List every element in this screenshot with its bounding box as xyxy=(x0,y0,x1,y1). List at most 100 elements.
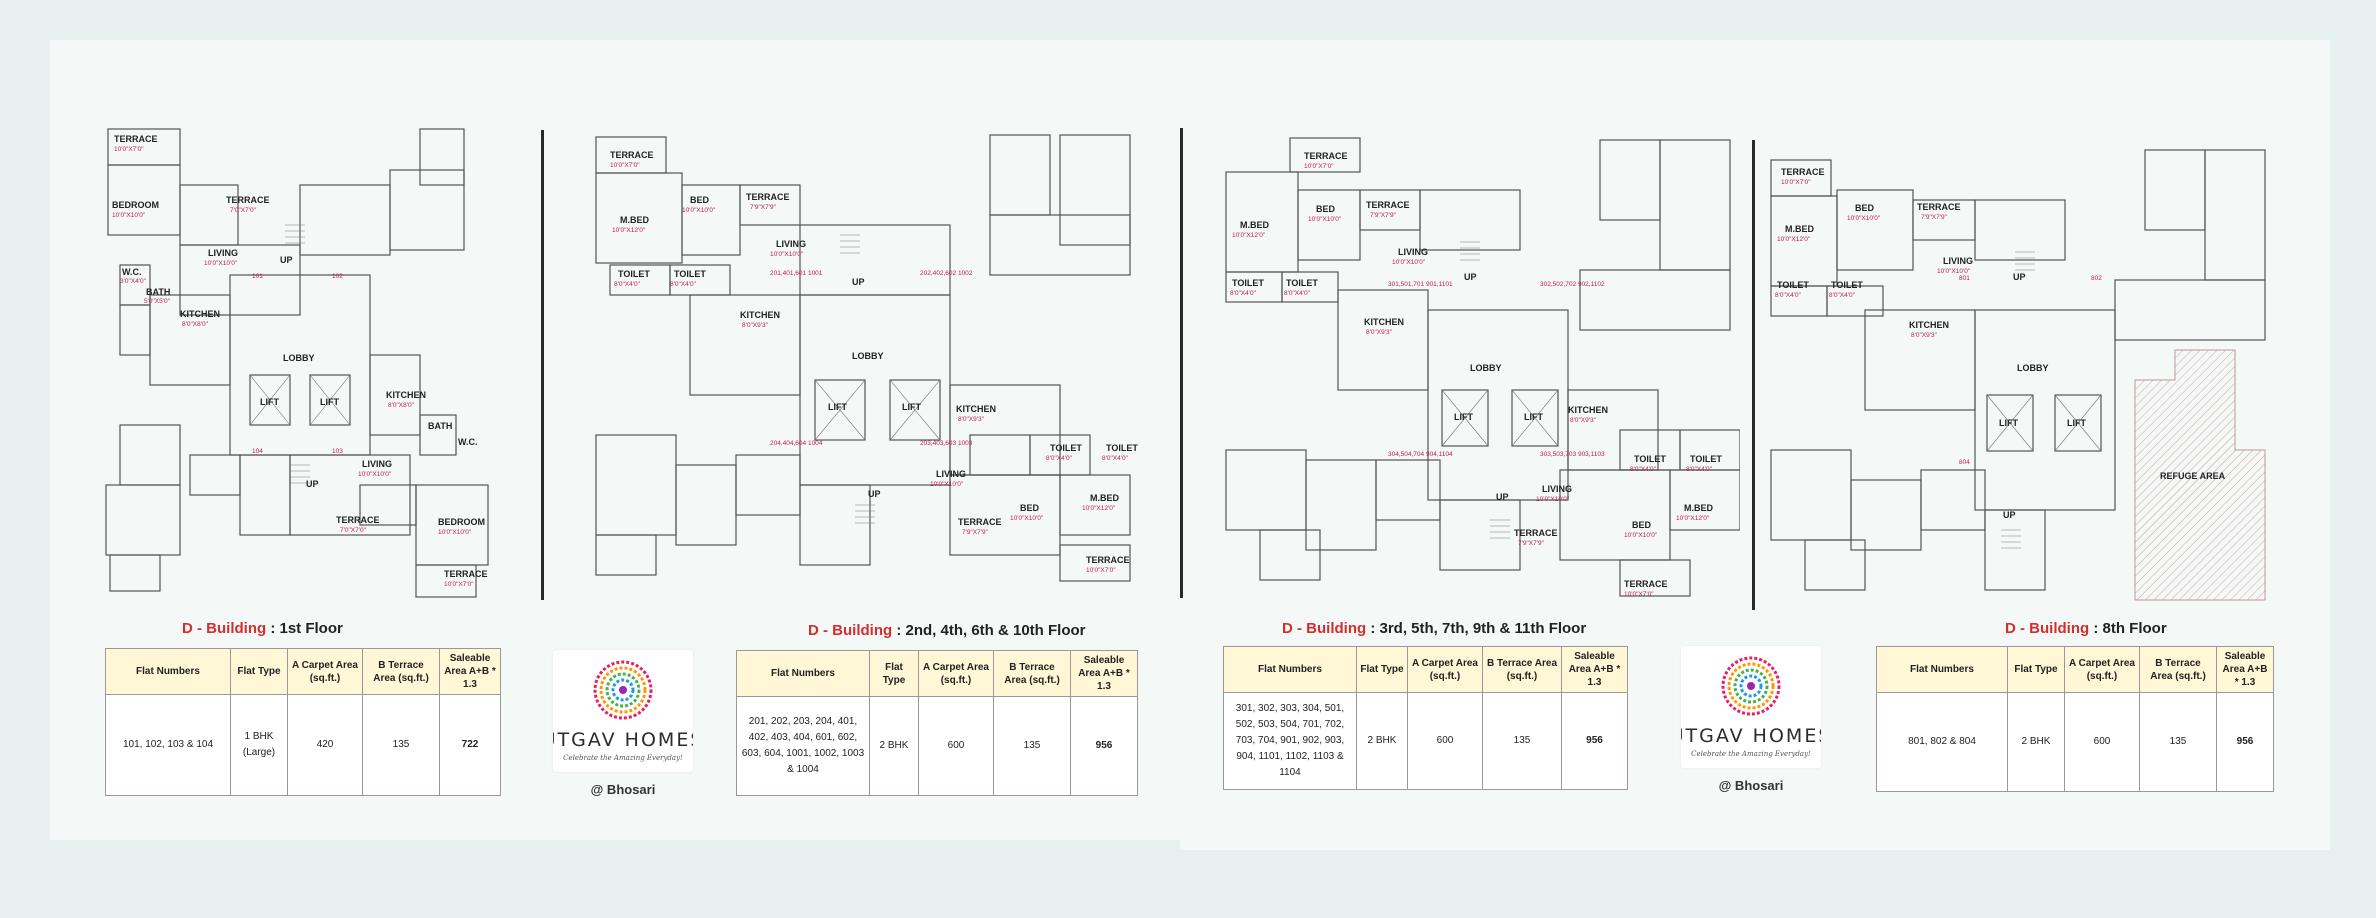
room-label: TOILET xyxy=(1050,443,1082,453)
room-dimension: 10'0"X10'0" xyxy=(204,260,238,267)
sheet-divider-3 xyxy=(1752,140,1755,610)
header-saleable-area: Saleable Area A+B * 1.3 xyxy=(1070,650,1138,697)
room-dimension: 10'0"X7'0" xyxy=(114,146,144,153)
flat-number: 302,502,702 902,1102 xyxy=(1540,281,1605,288)
room-dimension: 10'0"X10'0" xyxy=(1536,496,1570,503)
header-saleable-area: Saleable Area A+B * 1.3 xyxy=(2216,646,2274,693)
room-label: LOBBY xyxy=(2017,363,2049,373)
room-label: TOILET xyxy=(674,269,706,279)
room-label: TERRACE xyxy=(1514,528,1558,538)
location-label: @ Bhosari xyxy=(590,782,656,797)
cell-flat-type: 2 BHK xyxy=(2007,692,2065,792)
stair-up-label: UP xyxy=(852,277,865,287)
room-dimension: 8'0"X4'0" xyxy=(1686,466,1713,473)
room-label: TERRACE xyxy=(336,515,380,525)
room-dimension: 8'0"X8'0" xyxy=(182,321,209,328)
flat-number: 201,401,601 1001 xyxy=(770,270,823,277)
room-dimension: 10'0"X10'0" xyxy=(1624,532,1658,539)
stair-up-label: UP xyxy=(1496,492,1509,502)
room-label: TERRACE xyxy=(226,195,270,205)
room-label: TERRACE xyxy=(1624,579,1668,589)
room-label: BATH xyxy=(146,287,170,297)
room-label: TOILET xyxy=(618,269,650,279)
flat-number: 202,402,602 1002 xyxy=(920,270,973,277)
table-header-row: Flat Numbers Flat Type A Carpet Area (sq… xyxy=(1876,646,2274,693)
floor-name: : 8th Floor xyxy=(2093,620,2167,637)
room-label: LOBBY xyxy=(852,351,884,361)
flat-number: 204,404,604 1004 xyxy=(770,440,823,447)
flat-number: 303,503,703 903,1103 xyxy=(1540,451,1605,458)
room-dimension: 10'0"X10'0" xyxy=(770,251,804,258)
stair-up-label: UP xyxy=(280,255,293,265)
room-dimension: 8'0"X4'0" xyxy=(1775,292,1802,299)
room-label: BED xyxy=(1316,204,1336,214)
cell-saleable-area: 956 xyxy=(2216,692,2274,792)
room-label: TERRACE xyxy=(444,569,488,579)
cell-carpet-area: 600 xyxy=(1407,692,1483,790)
location-label: @ Bhosari xyxy=(1718,778,1784,793)
header-flat-numbers: Flat Numbers xyxy=(1223,646,1357,693)
area-table-1st-floor: Flat Numbers Flat Type A Carpet Area (sq… xyxy=(105,648,501,796)
floor-name: : 1st Floor xyxy=(270,620,343,637)
header-flat-numbers: Flat Numbers xyxy=(1876,646,2008,693)
cell-terrace-area: 135 xyxy=(362,694,440,796)
table-row: 301, 302, 303, 304, 501, 502, 503, 504, … xyxy=(1223,692,1628,790)
floor-plan-1st-floor: TERRACE 10'0"X7'0" BEDROOM 10'0"X10'0" T… xyxy=(100,125,500,605)
room-dimension: 10'0"X10'0" xyxy=(438,529,472,536)
room-label: TOILET xyxy=(1777,280,1809,290)
room-label: TOILET xyxy=(1106,443,1138,453)
room-dimension: 8'0"X4'0" xyxy=(1284,290,1311,297)
room-dimension: 8'0"X4'0" xyxy=(1102,455,1129,462)
room-dimension: 8'0"X9'3" xyxy=(1911,332,1938,339)
room-label: REFUGE AREA xyxy=(2160,471,2226,481)
room-label: TOILET xyxy=(1831,280,1863,290)
room-dimension: 8'0"X4'0" xyxy=(1046,455,1073,462)
room-label: BEDROOM xyxy=(112,200,159,210)
cell-saleable-area: 956 xyxy=(1070,696,1138,796)
cell-flat-type: 2 BHK xyxy=(1356,692,1408,790)
room-dimension: 7'9"X7'9" xyxy=(1518,540,1545,547)
header-carpet-area: A Carpet Area (sq.ft.) xyxy=(918,650,994,697)
building-name: D - Building xyxy=(808,622,893,639)
floor-plan-drawing: TERRACE 10'0"X7'0" BEDROOM 10'0"X10'0" T… xyxy=(105,128,489,598)
refuge-area-hatch xyxy=(2134,349,2266,601)
room-dimension: 8'0"X4'0" xyxy=(1630,466,1657,473)
room-label: LIVING xyxy=(776,239,806,249)
room-dimension: 10'0"X10'0" xyxy=(1937,268,1971,275)
room-dimension: 7'9"X7'9" xyxy=(750,204,777,211)
room-dimension: 5'0"X5'0" xyxy=(144,298,171,305)
room-label: TERRACE xyxy=(1917,202,1961,212)
cell-carpet-area: 420 xyxy=(287,694,363,796)
room-label: TERRACE xyxy=(1304,151,1348,161)
room-label: TOILET xyxy=(1634,454,1666,464)
sheet-divider-1 xyxy=(541,130,544,600)
brand-tagline: Celebrate the Amazing Everyday! xyxy=(563,754,683,762)
room-dimension: 8'0"X9'3" xyxy=(742,322,769,329)
flat-number: 301,501,701 901,1101 xyxy=(1388,281,1453,288)
header-flat-numbers: Flat Numbers xyxy=(736,650,870,697)
flat-number: 104 xyxy=(252,448,263,455)
room-label: KITCHEN xyxy=(740,310,780,320)
brand-logo: UTGAV HOMES Celebrate the Amazing Everyd… xyxy=(1681,646,1821,768)
room-label: BED xyxy=(1632,520,1652,530)
table-header-row: Flat Numbers Flat Type A Carpet Area (sq… xyxy=(105,648,501,695)
header-terrace-area: B Terrace Area (sq.ft.) xyxy=(362,648,440,695)
table-header-row: Flat Numbers Flat Type A Carpet Area (sq… xyxy=(736,650,1138,697)
room-label: KITCHEN xyxy=(1909,320,1949,330)
cell-flat-type: 1 BHK (Large) xyxy=(230,694,288,796)
floor-plan-drawing: TERRACE 10'0"X7'0" BED 10'0"X10'0" TERRA… xyxy=(1770,149,2266,601)
room-label: BED xyxy=(690,195,710,205)
header-carpet-area: A Carpet Area (sq.ft.) xyxy=(2064,646,2140,693)
room-label: KITCHEN xyxy=(180,309,220,319)
room-label: BED xyxy=(1855,203,1875,213)
flat-number: 102 xyxy=(332,273,343,280)
room-label: LIFT xyxy=(2067,418,2086,428)
floor-plan-2nd-4th-6th-10th: TERRACE 10'0"X7'0" BED 10'0"X10'0" TERRA… xyxy=(590,125,1150,605)
plan-title-2nd-4th-6th-10th: D - Building : 2nd, 4th, 6th & 10th Floo… xyxy=(808,622,1086,639)
header-terrace-area: B Terrace Area (sq.ft.) xyxy=(2139,646,2217,693)
room-label: TERRACE xyxy=(610,150,654,160)
room-dimension: 10'0"X10'0" xyxy=(112,212,146,219)
floor-name: : 3rd, 5th, 7th, 9th & 11th Floor xyxy=(1370,620,1587,637)
floor-name: : 2nd, 4th, 6th & 10th Floor xyxy=(896,622,1086,639)
room-dimension: 10'0"X7'0" xyxy=(444,581,474,588)
